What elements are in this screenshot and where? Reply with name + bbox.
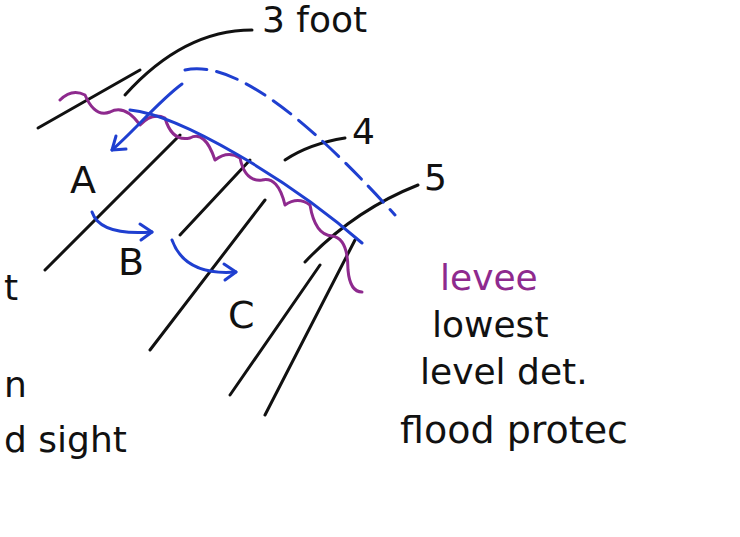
region-outline — [130, 110, 362, 243]
contour-line — [180, 160, 250, 235]
note-line: flood protec — [400, 410, 628, 452]
contour-line — [45, 135, 180, 270]
point-letter: C — [228, 295, 255, 337]
callout-number: 5 — [424, 158, 447, 198]
flow-arrow — [112, 84, 182, 150]
callout-number: 4 — [352, 112, 375, 152]
note-line: level det. — [420, 352, 588, 392]
point-letter: A — [70, 160, 96, 202]
arrow-head — [112, 136, 126, 150]
margin-fragment: d sight — [4, 420, 127, 460]
contour-line — [150, 200, 265, 350]
contour-line — [38, 70, 140, 128]
margin-fragment: n — [4, 365, 27, 405]
callout-label: 3 foot — [262, 0, 367, 40]
leader-line — [125, 30, 252, 95]
flow-arrow — [172, 240, 236, 272]
levee-line — [60, 92, 362, 292]
leader-line — [285, 138, 345, 160]
arrow-head — [224, 264, 236, 280]
flow-arrow — [92, 212, 152, 233]
contour-line — [265, 240, 355, 415]
margin-fragment: t — [4, 268, 18, 308]
contour-lines — [38, 30, 418, 415]
leader-line — [305, 185, 418, 262]
point-letter: B — [118, 242, 144, 284]
arrow-head — [140, 224, 152, 240]
note-line: lowest — [432, 305, 549, 345]
levee-label: levee — [440, 258, 538, 298]
